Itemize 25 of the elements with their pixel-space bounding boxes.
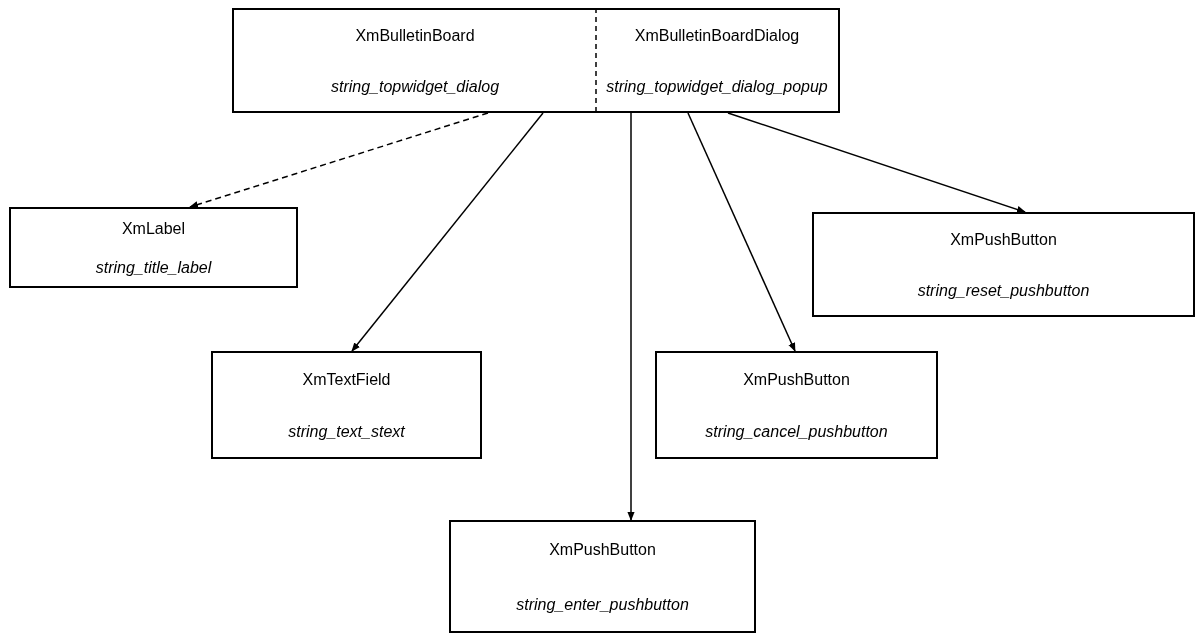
class-name: XmBulletinBoard <box>354 27 476 46</box>
class-name: XmPushButton <box>548 541 657 560</box>
group-box <box>232 8 840 113</box>
instance-name: string_topwidget_dialog <box>329 77 501 96</box>
class-name: XmBulletinBoardDialog <box>633 27 801 46</box>
dashed-arrow <box>189 112 489 208</box>
class-box <box>449 520 756 633</box>
instance-name: string_topwidget_dialog_popup <box>605 77 829 96</box>
class-name: XmLabel <box>120 220 187 238</box>
class-box <box>211 351 482 459</box>
class-name: XmTextField <box>301 371 392 390</box>
arrow <box>351 112 544 352</box>
class-box <box>812 212 1195 317</box>
instance-name: string_text_stext <box>287 423 406 442</box>
arrow <box>627 112 635 521</box>
instance-name: string_cancel_pushbutton <box>704 423 889 442</box>
class-box <box>9 207 298 288</box>
class-name: XmPushButton <box>949 231 1058 250</box>
class-box <box>655 351 938 459</box>
class-name: XmPushButton <box>742 371 851 390</box>
instance-name: string_reset_pushbutton <box>916 281 1091 300</box>
arrow <box>727 112 1026 213</box>
arrow <box>687 112 796 352</box>
instance-name: string_title_label <box>94 258 213 277</box>
instance-name: string_enter_pushbutton <box>515 595 690 614</box>
